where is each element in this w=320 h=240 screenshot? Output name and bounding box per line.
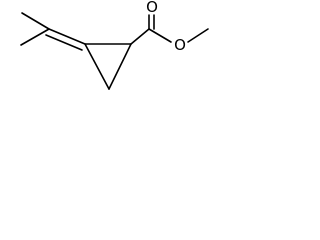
bond-methyl-upper	[21, 12, 50, 30]
chemical-structure: O O	[20, 0, 209, 90]
bond-ring-left	[84, 43, 110, 90]
bond-ester-o-to-methyl	[187, 28, 209, 43]
bond-carbonyl-to-ester-o	[148, 28, 172, 43]
atom-label-ester-oxygen: O	[174, 36, 186, 54]
bond-exocyclic-double-b	[45, 34, 83, 51]
bond-exocyclic-double-a	[48, 28, 86, 45]
bond-methyl-lower	[20, 28, 50, 46]
bond-ring-to-carbonyl	[130, 28, 150, 45]
bond-ring-right	[108, 43, 132, 90]
atom-label-carbonyl-oxygen: O	[146, 0, 158, 16]
